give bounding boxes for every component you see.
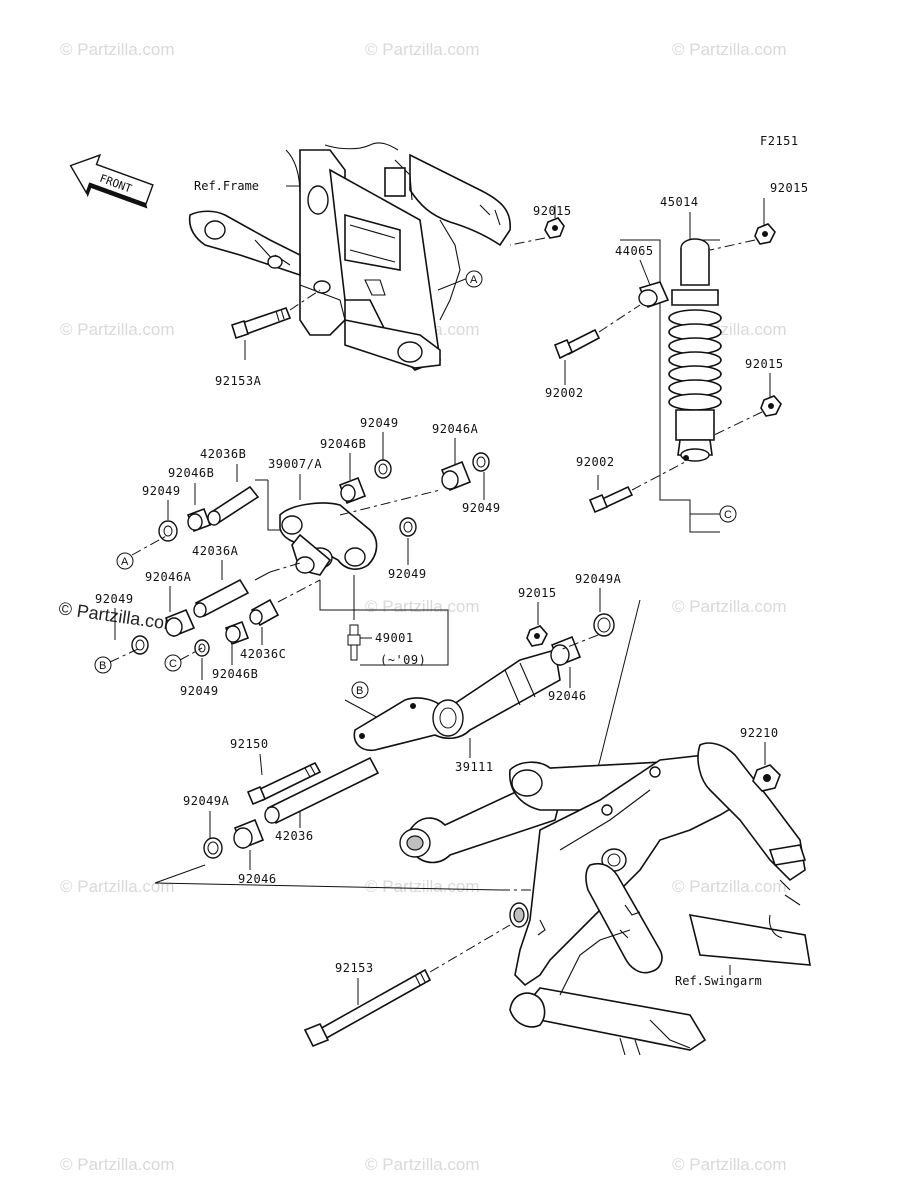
part-label-42036b: 42036B <box>200 447 246 461</box>
nut-92015-icon <box>760 395 782 417</box>
part-label-92049-left: 92049 <box>142 484 181 498</box>
part-label-92002-lower: 92002 <box>576 455 615 469</box>
collar-92049a-icon <box>593 613 615 637</box>
callout-letter: C <box>724 509 732 521</box>
seal-92049-icon <box>131 635 149 655</box>
grease-nipple-49001-icon <box>347 624 361 661</box>
part-label-92049-right: 92049 <box>462 501 501 515</box>
bolt-92002-icon <box>553 328 601 360</box>
collar-42036c-icon <box>249 598 280 627</box>
part-label-92015-shock-top: 92015 <box>770 181 809 195</box>
watermark: © Partzilla.com <box>365 40 480 59</box>
bearing-92046b-icon <box>338 476 367 505</box>
bearing-92046-icon <box>233 818 265 850</box>
part-label-42036a: 42036A <box>192 544 239 558</box>
part-label-92015-frame: 92015 <box>533 204 572 218</box>
bolt-92153-icon <box>303 968 432 1048</box>
watermark: © Partzilla.com <box>60 40 175 59</box>
part-label-92002-upper: 92002 <box>545 386 584 400</box>
bearing-92046a-icon <box>440 460 472 492</box>
watermark: © Partzilla.com <box>365 877 480 896</box>
callout-letter: B <box>99 660 106 672</box>
figure-code: F2151 <box>760 134 799 148</box>
part-label-39111: 39111 <box>455 760 494 774</box>
part-label-44065: 44065 <box>615 244 654 258</box>
bolt-92002-icon <box>588 485 634 514</box>
part-label-92046-upper: 92046 <box>548 689 587 703</box>
part-label-39007a: 39007/A <box>268 457 322 471</box>
watermark: © Partzilla.com <box>672 40 787 59</box>
nut-92015-icon <box>754 223 776 245</box>
part-label-92049-mid: 92049 <box>388 567 427 581</box>
part-label-92046b-left: 92046B <box>168 466 214 480</box>
part-label-49001: 49001 <box>375 631 414 645</box>
watermark: © Partzilla.com <box>365 597 480 616</box>
shock-absorber-icon <box>668 238 722 462</box>
watermark: © Partzilla.com <box>672 1155 787 1174</box>
ref-swingarm-label: Ref.Swingarm <box>675 974 762 988</box>
callout-b <box>94 656 112 674</box>
callout-letter: A <box>121 556 129 568</box>
part-label-92153: 92153 <box>335 961 374 975</box>
callout-c <box>164 654 182 672</box>
part-label-92049-far-left: 92049 <box>95 592 134 606</box>
watermark: © Partzilla.com <box>60 320 175 339</box>
part-label-42036: 42036 <box>275 829 314 843</box>
part-label-45014: 45014 <box>660 195 699 209</box>
nut-92015-icon <box>544 217 565 239</box>
watermark: © Partzilla.com <box>365 1155 480 1174</box>
seal-92049-icon <box>158 520 178 542</box>
callout-letter: A <box>470 274 478 286</box>
collar-42036-icon <box>264 756 380 825</box>
part-label-92046a-right: 92046A <box>432 422 479 436</box>
part-label-92210: 92210 <box>740 726 779 740</box>
nut-92015-icon <box>526 625 548 647</box>
bearing-92046a-icon <box>164 608 196 638</box>
part-label-92046b-top: 92046B <box>320 437 366 451</box>
watermark: © Partzilla.com <box>60 877 175 896</box>
bushing-44065-icon <box>638 281 670 309</box>
tie-rod-39111-icon <box>353 648 561 752</box>
seal-92049-icon <box>374 459 392 479</box>
watermark: © Partzilla.com <box>60 1155 175 1174</box>
swingarm-illustration <box>399 742 811 1056</box>
bearing-92046-icon <box>550 635 582 667</box>
seal-92049-icon <box>472 452 490 472</box>
part-label-92150: 92150 <box>230 737 269 751</box>
part-label-92015-tie: 92015 <box>518 586 557 600</box>
bearing-92046b-icon <box>224 620 250 646</box>
nut-92210-icon <box>752 764 781 792</box>
part-label-92046b-bottom: 92046B <box>212 667 258 681</box>
part-label-92049a-top: 92049A <box>575 572 622 586</box>
part-label-92046a-left: 92046A <box>145 570 192 584</box>
callout-a <box>465 270 483 288</box>
bolt-92150-icon <box>246 761 322 806</box>
ref-frame-label: Ref.Frame <box>194 179 259 193</box>
collar-42036a-icon <box>193 578 250 618</box>
watermark: © Partzilla.com <box>672 597 787 616</box>
part-label-92015-shock-bottom: 92015 <box>745 357 784 371</box>
callout-letter: C <box>169 658 177 670</box>
relay-arm-39007a-icon <box>279 502 378 576</box>
seal-92049-icon <box>399 517 417 537</box>
part-label-42036c: 42036C <box>240 647 286 661</box>
front-arrow-icon: FRONT <box>69 153 154 209</box>
callout-a <box>116 552 134 570</box>
collar-42036b-icon <box>207 485 260 526</box>
part-label-92049a-bottom: 92049A <box>183 794 230 808</box>
watermark-layer: © Partzilla.com © Partzilla.com © Partzi… <box>57 40 786 1174</box>
part-label-92153a: 92153A <box>215 374 262 388</box>
collar-92049a-icon <box>203 837 223 859</box>
part-label-92049-top: 92049 <box>360 416 399 430</box>
bearing-92046b-icon <box>186 507 212 533</box>
bolt-92153a-icon <box>231 306 292 340</box>
callout-b <box>351 681 369 699</box>
part-label-92049-bottom: 92049 <box>180 684 219 698</box>
part-label-92046-lower: 92046 <box>238 872 277 886</box>
year-note: (~'09) <box>380 653 426 667</box>
watermark: © Partzilla.com <box>672 877 787 896</box>
frame-illustration <box>188 142 511 371</box>
callout-letter: B <box>356 685 363 697</box>
